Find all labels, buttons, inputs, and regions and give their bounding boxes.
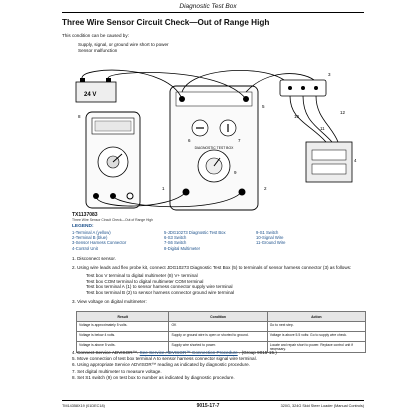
battery	[75, 78, 117, 103]
svg-text:5: 5	[262, 104, 265, 109]
sub-step: Test box V terminal to digital multimete…	[86, 273, 198, 279]
column-header: Action	[266, 311, 367, 322]
table-cell: Locate and repair short to power. Replac…	[266, 341, 367, 353]
table-cell: Voltage is above 5.5 volts: Go to supply…	[266, 331, 367, 342]
table-row: Voltage is approximately 5 volts. OK Go …	[75, 321, 367, 332]
diagnostic-test-box	[169, 85, 259, 211]
svg-text:6: 6	[188, 138, 191, 143]
running-header: Diagnostic Test Box	[179, 3, 237, 10]
legend-column-3: 9-S1 Switch 10-Signal Wire 11-Ground Wir…	[256, 230, 285, 246]
legend-column-2: 5-JDG10273 Diagnostic Test Box 6-S3 Swit…	[164, 230, 226, 251]
legend-item: 4-Control Unit	[72, 245, 98, 251]
figure-id: TX1137083	[72, 212, 98, 218]
svg-text:3: 3	[328, 72, 331, 77]
legend-item: 2-Terminal B (blue)	[72, 235, 108, 241]
step: 5. Move connection of test box terminal …	[72, 356, 257, 362]
table-row: Voltage is below 4 volts. Supply or grou…	[75, 331, 367, 342]
svg-text:10: 10	[294, 114, 300, 119]
svg-text:1: 1	[162, 186, 165, 191]
legend-item: 9-S1 Switch	[256, 230, 279, 235]
legend-title: LEGEND:	[72, 224, 94, 229]
legend-item: 8-Digital Multimeter	[164, 245, 201, 251]
table-cell: Voltage is approximately 5 volts.	[75, 321, 170, 332]
sub-step: Test box terminal B (2) to sensor harnes…	[86, 289, 235, 295]
svg-text:8: 8	[78, 114, 81, 119]
intro-block: This condition can be caused by: Supply,…	[62, 33, 169, 54]
legend-item: 5-JDG10273 Diagnostic Test Box	[164, 230, 226, 235]
battery-label: 24 V	[84, 92, 96, 98]
step: 8. Set S1 switch (9) on test box to numb…	[72, 374, 235, 380]
result-table: Result Condition Action Voltage is appro…	[75, 311, 367, 353]
footer-page-number: 9015-17-7	[196, 403, 220, 409]
legend-item: 6-S3 Switch	[164, 235, 187, 241]
footer-rule	[62, 400, 364, 401]
table-cell: Voltage is below 4 volts.	[75, 331, 170, 342]
legend-item: 10-Signal Wire	[256, 235, 284, 241]
column-header: Result	[75, 311, 170, 322]
step: 2. Using wire leads and flex probe kit, …	[72, 264, 352, 270]
step-text: 4. Connect Service ADVISOR™.	[72, 350, 140, 355]
table-cell: OK	[168, 321, 268, 332]
sub-step: Test box COM terminal to digital multime…	[86, 278, 204, 284]
figure-caption: Three Wire Sensor Circuit Check—Out of R…	[72, 218, 154, 222]
sub-step: Test box terminal A (1) to sensor harnes…	[86, 284, 233, 290]
procedure-steps-2: 4. Connect Service ADVISOR™. See Service…	[72, 350, 372, 381]
legend-item: 1-Terminal A (yellow)	[72, 230, 111, 235]
header-rule	[62, 12, 364, 13]
svg-text:7: 7	[238, 138, 241, 143]
procedure-steps-1: 1. Disconnect sensor. 2. Using wire lead…	[72, 256, 362, 304]
step: 3. View voltage on digital multimeter:	[72, 298, 147, 304]
table-header-row: Result Condition Action	[75, 311, 367, 322]
legend-item: 7-S6 Switch	[164, 240, 187, 246]
table-cell: Voltage is above 5 volts.	[75, 341, 170, 353]
step: 1. Disconnect sensor.	[72, 256, 116, 261]
test-leads	[81, 69, 315, 208]
footer-manual-id: TM14358X19 (01DEC18)	[62, 404, 105, 408]
legend-column-1: 1-Terminal A (yellow) 2-Terminal B (blue…	[72, 230, 126, 251]
control-unit	[305, 141, 353, 183]
step-text: . (Group 9015-15.)	[237, 350, 277, 355]
intro-cause: Supply, signal, or ground wire short to …	[78, 42, 169, 47]
intro-cause: Sensor malfunction	[78, 48, 118, 53]
svg-text:4: 4	[354, 158, 357, 163]
table-cell: Go to next step.	[266, 321, 367, 332]
intro-lead: This condition can be caused by:	[62, 33, 129, 38]
service-advisor-connection-link[interactable]: See Service ADVISOR™ Connection Procedur…	[139, 350, 238, 355]
callouts: 1 2 3 4 5 6 7 8 9 10 11 12	[78, 72, 357, 191]
page-title: Three Wire Sensor Circuit Check—Out of R…	[62, 18, 270, 27]
svg-text:11: 11	[320, 126, 325, 131]
test-box-label: DIAGNOSTIC TEST BOX	[195, 146, 234, 150]
legend-item: 3-Sensor Harness Connector	[72, 240, 127, 246]
column-header: Condition	[168, 311, 268, 322]
wiring-illustration: 24 V DIAGNOSTIC TEST BOX	[75, 69, 357, 211]
footer-model: 320G, 324G Skid Steer Loader (Manual Con…	[280, 404, 364, 408]
step: 6. Using appropriate Service ADVISOR™ re…	[72, 362, 250, 368]
legend-item: 11-Ground Wire	[256, 240, 286, 246]
svg-text:2: 2	[264, 186, 267, 191]
svg-text:12: 12	[340, 110, 346, 115]
sensor-harness-connector	[279, 79, 339, 143]
svg-text:9: 9	[234, 170, 237, 175]
step: 4. Connect Service ADVISOR™. See Service…	[72, 350, 372, 356]
digital-multimeter	[85, 111, 141, 209]
step: 7. Set digital multimeter to measure vol…	[72, 368, 162, 374]
table-row: Voltage is above 5 volts. Supply wire sh…	[75, 341, 367, 353]
table-cell: Supply or ground wire is open or shorted…	[168, 331, 268, 342]
